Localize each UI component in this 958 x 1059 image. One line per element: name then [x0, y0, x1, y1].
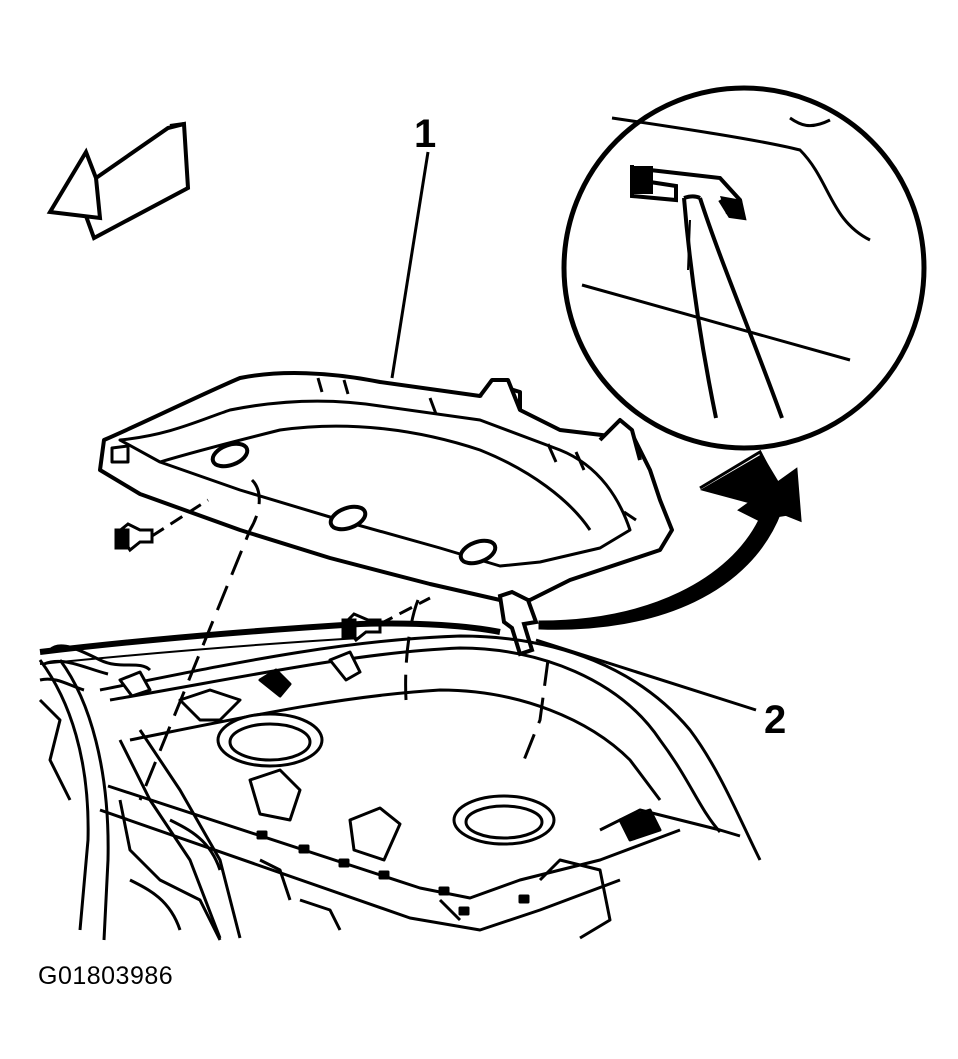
figure-code: G01803986: [38, 962, 174, 990]
callout-1: 1: [414, 112, 437, 156]
rear-window-edge: [39, 637, 361, 665]
rear-shelf-trim-panel: [98, 371, 674, 602]
curved-lift-arrow-icon: [538, 449, 802, 630]
leader-line-1: [390, 151, 430, 379]
vehicle-rear-body-structure: [38, 634, 762, 941]
shelf-retainer-clip: [497, 589, 539, 657]
alignment-dashes: [138, 478, 550, 801]
direction-arrow-icon: [46, 121, 191, 241]
rear-window-edge: [39, 620, 501, 655]
callout-2: 2: [764, 698, 787, 742]
detail-magnifier-circle: [561, 85, 927, 451]
push-pin-retainer-icon: [114, 498, 209, 553]
